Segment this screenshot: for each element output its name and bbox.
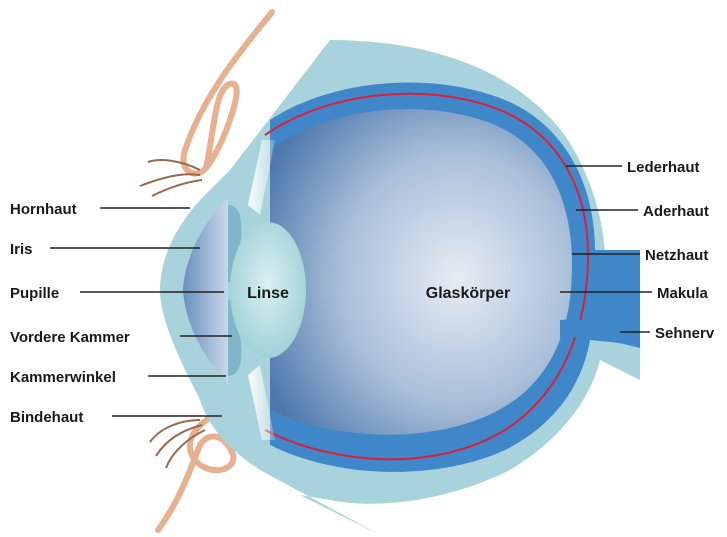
label-netzhaut: Netzhaut (645, 247, 708, 264)
label-pupille: Pupille (10, 285, 59, 302)
label-bindehaut: Bindehaut (10, 409, 83, 426)
label-iris: Iris (10, 241, 33, 258)
label-aderhaut: Aderhaut (643, 203, 709, 220)
vitreous-body (270, 109, 572, 435)
label-linse: Linse (247, 285, 289, 302)
label-makula: Makula (657, 285, 709, 302)
label-hornhaut: Hornhaut (10, 201, 77, 218)
label-kammerwinkel: Kammerwinkel (10, 369, 116, 386)
label-glaskoerper: Glaskörper (426, 285, 510, 302)
label-vordere-kammer: Vordere Kammer (10, 329, 130, 346)
label-sehnerv: Sehnerv (655, 325, 715, 342)
upper-eyelashes (140, 160, 202, 196)
label-lederhaut: Lederhaut (627, 159, 700, 176)
labels-right: Lederhaut Aderhaut Netzhaut Makula Sehne… (627, 159, 715, 342)
labels-left: Hornhaut Iris Pupille Vordere Kammer Kam… (10, 201, 130, 426)
